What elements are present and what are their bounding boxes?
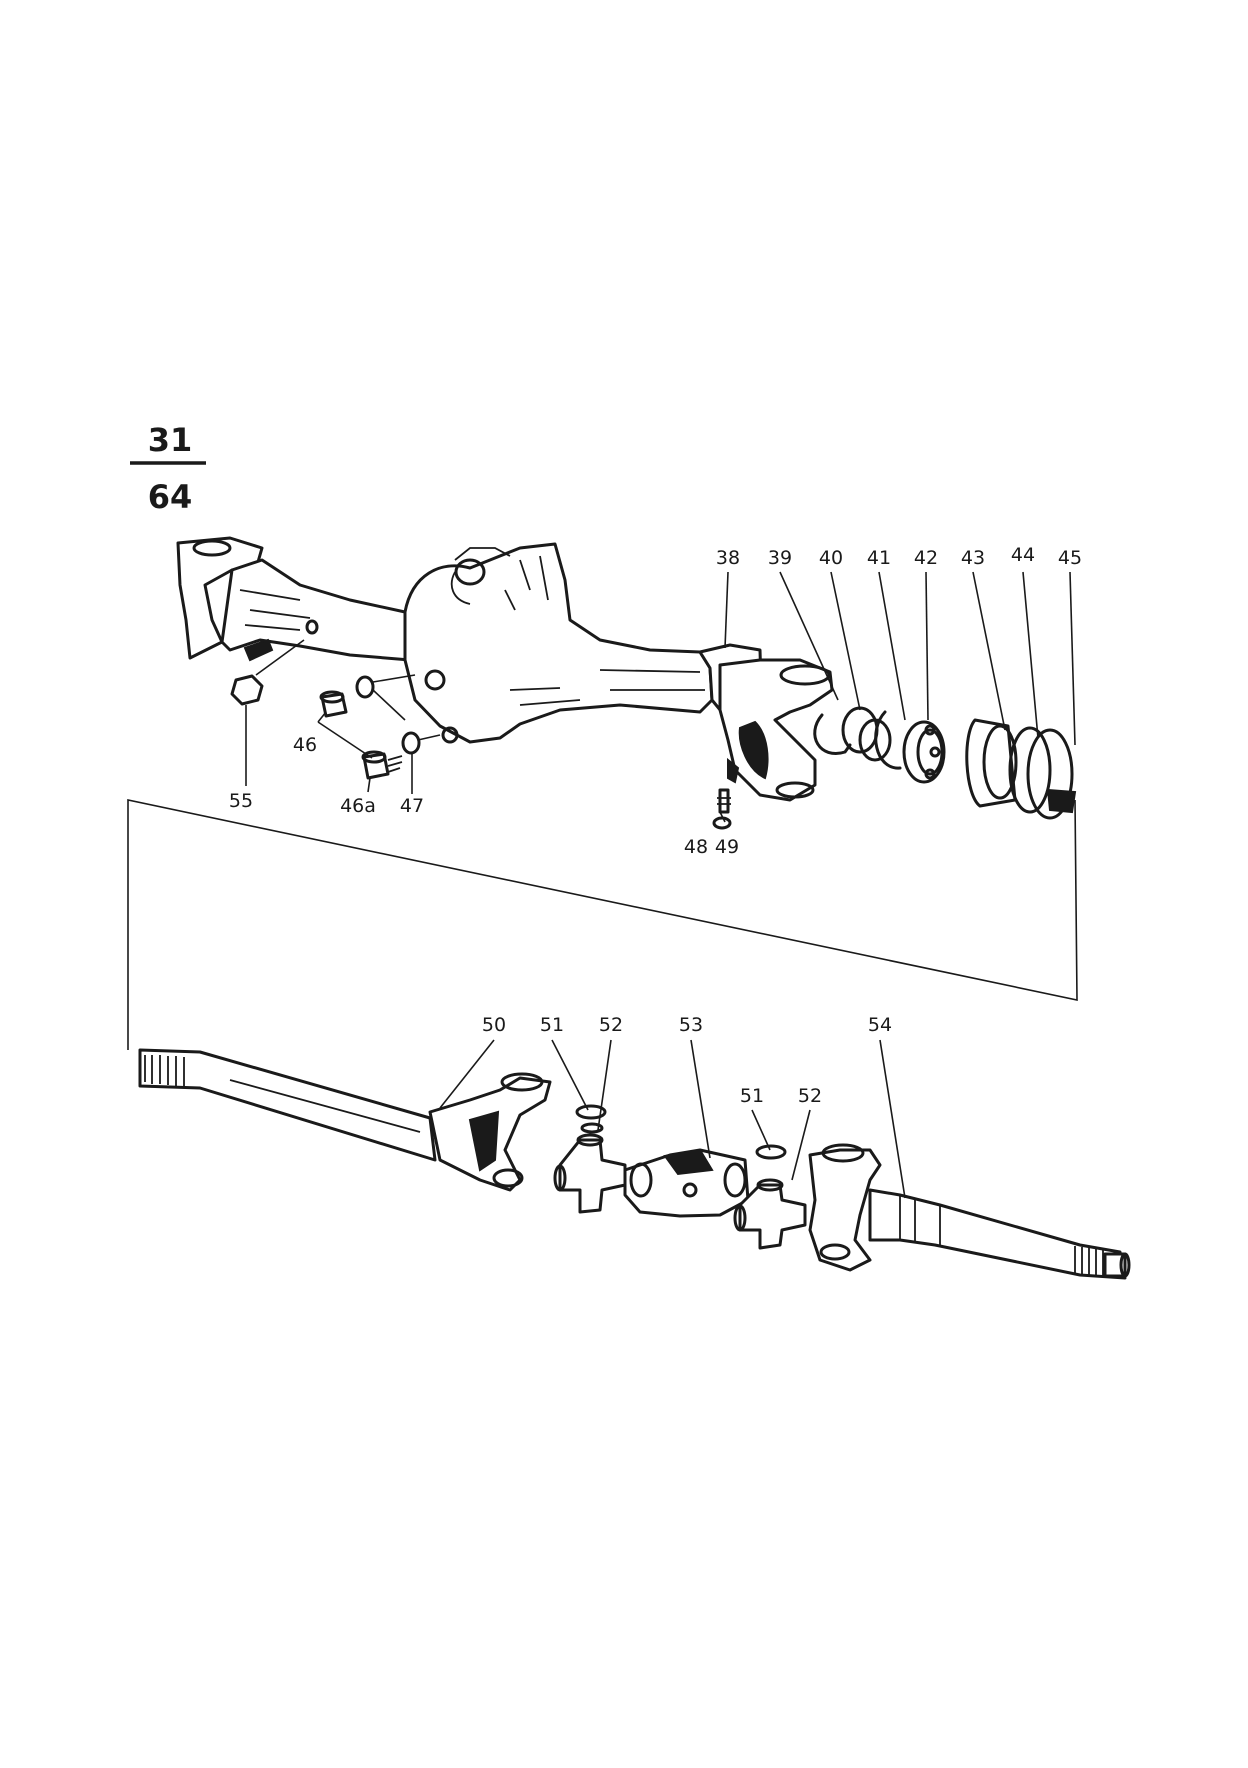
outer-axle-shaft-54: [808, 1143, 1131, 1280]
callout-46a: 46a: [340, 795, 376, 817]
plug-46: [319, 690, 348, 718]
cross-journal-52-right: [733, 1144, 807, 1250]
callout-42: 42: [914, 547, 938, 569]
callout-47: 47: [400, 795, 424, 817]
callout-labels: 38 39 40 41 42 43 44 45 46 46a 47 48 49 …: [229, 544, 1082, 1107]
grease-nipple-48: [712, 788, 732, 830]
callout-51-right: 51: [740, 1085, 764, 1107]
inner-axle-shaft-50: [138, 1048, 552, 1192]
washers-47: [355, 674, 441, 755]
callout-44: 44: [1011, 544, 1035, 566]
callout-38: 38: [716, 547, 740, 569]
callout-48: 48: [684, 836, 708, 858]
callout-52-right: 52: [798, 1085, 822, 1107]
assembly-frame: [127, 799, 1078, 1050]
cross-journal-52-left: [553, 1104, 627, 1214]
callout-leaders-top: [317, 571, 1076, 823]
drain-plug-55: [230, 619, 319, 786]
callout-46: 46: [293, 734, 317, 756]
axle-housing: [176, 536, 834, 802]
plug-46a: [361, 750, 403, 780]
page-number-top: 31: [148, 421, 193, 459]
callout-51-left: 51: [540, 1014, 564, 1036]
callout-leaders-bottom: [439, 1039, 906, 1199]
callout-52-left: 52: [599, 1014, 623, 1036]
page-number-bottom: 64: [148, 478, 193, 516]
callout-43: 43: [961, 547, 985, 569]
page-number: 31 64: [130, 421, 206, 516]
callout-53: 53: [679, 1014, 703, 1036]
callout-40: 40: [819, 547, 843, 569]
callout-41: 41: [867, 547, 891, 569]
callout-54: 54: [868, 1014, 892, 1036]
bearing-stack: [813, 706, 1077, 820]
callout-50: 50: [482, 1014, 506, 1036]
double-yoke-53: [623, 1148, 750, 1218]
callout-49: 49: [715, 836, 739, 858]
callout-55: 55: [229, 790, 253, 812]
callout-39: 39: [768, 547, 792, 569]
callout-45: 45: [1058, 547, 1082, 569]
